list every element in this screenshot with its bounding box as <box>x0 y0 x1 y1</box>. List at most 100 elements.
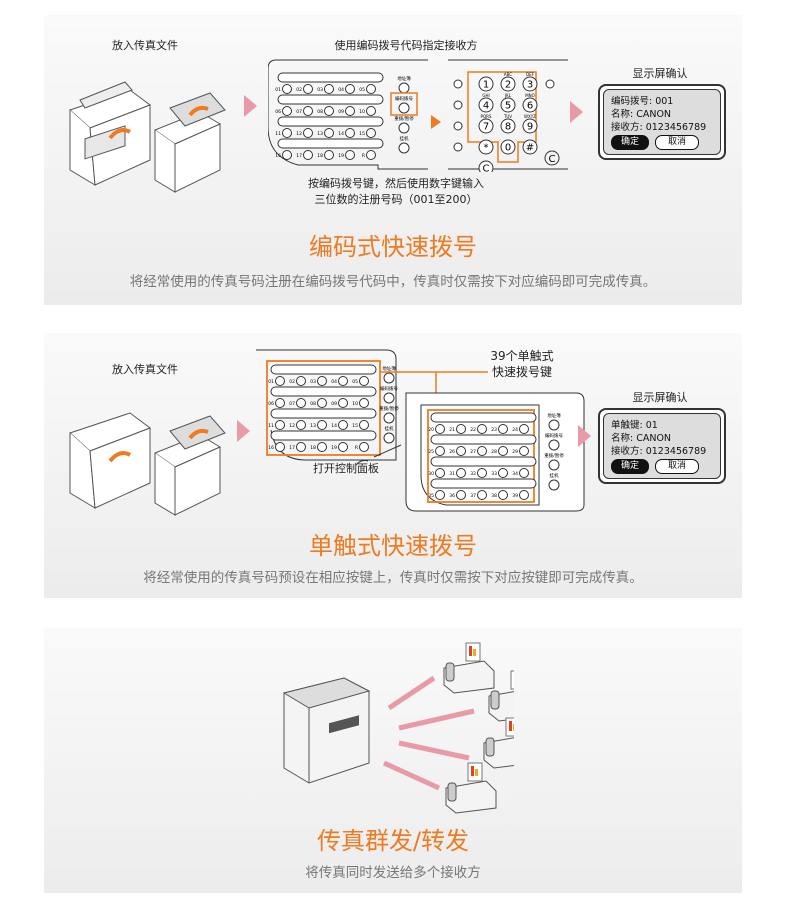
one-touch-button[interactable] <box>345 128 355 138</box>
keypad-highlight <box>467 71 537 163</box>
one-touch-button[interactable] <box>359 376 369 386</box>
side-button[interactable] <box>398 102 410 114</box>
keypad-key[interactable] <box>522 97 538 113</box>
side-button[interactable] <box>383 372 395 384</box>
one-touch-button[interactable] <box>324 128 334 138</box>
one-touch-button[interactable] <box>296 420 306 430</box>
one-touch-button[interactable] <box>282 84 292 94</box>
side-button[interactable] <box>548 419 560 431</box>
side-button[interactable] <box>548 459 560 471</box>
keypad-key[interactable] <box>500 97 516 113</box>
side-button[interactable] <box>383 392 395 404</box>
one-touch-button[interactable] <box>282 150 292 160</box>
one-touch-button[interactable] <box>477 468 487 478</box>
one-touch-button[interactable] <box>498 424 508 434</box>
one-touch-button[interactable] <box>296 376 306 386</box>
one-touch-button[interactable] <box>324 84 334 94</box>
one-touch-button[interactable] <box>275 376 285 386</box>
cancel-button[interactable]: 取消 <box>655 135 700 150</box>
keypad-key[interactable] <box>478 139 494 155</box>
keypad-key[interactable] <box>500 118 516 134</box>
ok-button[interactable]: 确定 <box>611 459 650 474</box>
side-button[interactable] <box>453 100 463 110</box>
one-touch-button[interactable] <box>456 446 466 456</box>
one-touch-button[interactable] <box>435 490 445 500</box>
label-strip <box>430 456 537 467</box>
one-touch-button[interactable] <box>477 490 487 500</box>
one-touch-button[interactable] <box>317 398 327 408</box>
ok-button[interactable]: 确定 <box>611 135 650 150</box>
one-touch-button[interactable] <box>366 106 376 116</box>
one-touch-button[interactable] <box>477 446 487 456</box>
one-touch-button[interactable] <box>324 150 334 160</box>
one-touch-button[interactable] <box>338 376 348 386</box>
one-touch-button[interactable] <box>338 442 348 452</box>
side-button[interactable] <box>383 432 395 444</box>
clear-key[interactable] <box>544 150 560 166</box>
one-touch-button[interactable] <box>456 490 466 500</box>
one-touch-button[interactable] <box>359 398 369 408</box>
keypad-key[interactable] <box>478 160 494 172</box>
keypad-key[interactable] <box>522 118 538 134</box>
one-touch-button[interactable] <box>345 84 355 94</box>
side-button[interactable] <box>398 122 410 134</box>
side-button[interactable] <box>383 412 395 424</box>
one-touch-button[interactable] <box>498 446 508 456</box>
one-touch-button[interactable] <box>435 446 445 456</box>
one-touch-button[interactable] <box>275 442 285 452</box>
side-button[interactable] <box>548 479 560 491</box>
one-touch-button[interactable] <box>456 424 466 434</box>
one-touch-button[interactable] <box>303 128 313 138</box>
keypad-key[interactable] <box>522 139 538 155</box>
side-button[interactable] <box>548 439 560 451</box>
one-touch-button[interactable] <box>519 424 529 434</box>
one-touch-button[interactable] <box>317 420 327 430</box>
one-touch-button[interactable] <box>366 150 376 160</box>
one-touch-button[interactable] <box>359 420 369 430</box>
keypad-key[interactable] <box>500 76 516 92</box>
one-touch-button[interactable] <box>317 442 327 452</box>
side-button[interactable] <box>453 142 463 152</box>
one-touch-button[interactable] <box>275 398 285 408</box>
one-touch-button[interactable] <box>324 106 334 116</box>
keypad-key[interactable] <box>478 76 494 92</box>
one-touch-button[interactable] <box>296 442 306 452</box>
one-touch-button[interactable] <box>303 150 313 160</box>
one-touch-button[interactable] <box>338 398 348 408</box>
keypad-key[interactable] <box>500 139 516 155</box>
key-label: 4 <box>483 101 489 112</box>
one-touch-button[interactable] <box>435 468 445 478</box>
one-touch-button[interactable] <box>519 468 529 478</box>
one-touch-button[interactable] <box>317 376 327 386</box>
one-touch-button[interactable] <box>275 420 285 430</box>
one-touch-button[interactable] <box>282 106 292 116</box>
one-touch-button[interactable] <box>345 150 355 160</box>
one-touch-button[interactable] <box>519 446 529 456</box>
one-touch-button[interactable] <box>435 424 445 434</box>
key-letters: PQRS <box>481 114 492 119</box>
one-touch-button[interactable] <box>282 128 292 138</box>
one-touch-button[interactable] <box>338 420 348 430</box>
one-touch-button[interactable] <box>477 424 487 434</box>
cancel-button[interactable]: 取消 <box>655 459 700 474</box>
button-number: 03 <box>310 379 316 385</box>
one-touch-button[interactable] <box>359 442 369 452</box>
side-button[interactable] <box>453 121 463 131</box>
keypad-key[interactable] <box>478 97 494 113</box>
side-button[interactable] <box>398 82 410 94</box>
one-touch-button[interactable] <box>498 490 508 500</box>
one-touch-button[interactable] <box>366 128 376 138</box>
one-touch-button[interactable] <box>345 106 355 116</box>
one-touch-button[interactable] <box>519 490 529 500</box>
one-touch-button[interactable] <box>498 468 508 478</box>
one-touch-button[interactable] <box>366 84 376 94</box>
one-touch-button[interactable] <box>303 106 313 116</box>
side-button[interactable] <box>545 79 555 89</box>
one-touch-button[interactable] <box>296 398 306 408</box>
side-button[interactable] <box>453 79 463 89</box>
one-touch-button[interactable] <box>303 84 313 94</box>
side-button[interactable] <box>398 142 410 154</box>
keypad-key[interactable] <box>522 76 538 92</box>
one-touch-button[interactable] <box>456 468 466 478</box>
keypad-key[interactable] <box>478 118 494 134</box>
